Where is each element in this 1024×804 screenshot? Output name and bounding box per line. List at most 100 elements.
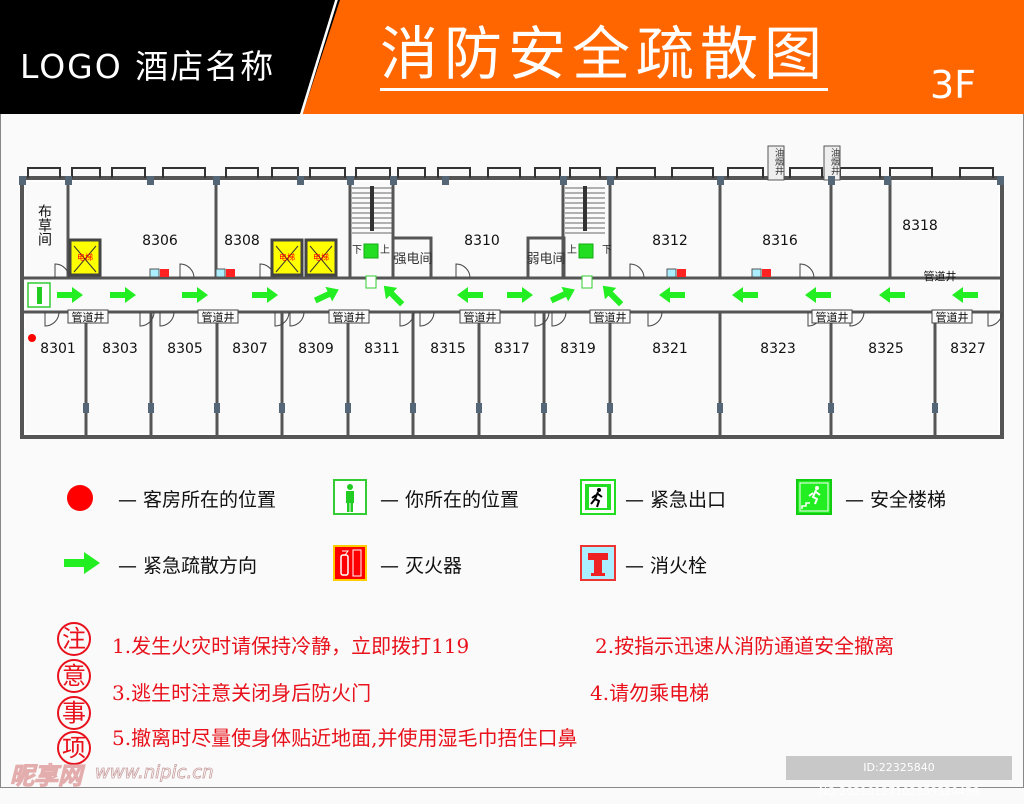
- fire-extinguisher-icon: [762, 269, 771, 277]
- building-outline: [20, 176, 1004, 439]
- person-icon: [333, 479, 367, 515]
- door: [551, 311, 567, 327]
- window: [71, 167, 101, 178]
- electrical-room: [391, 236, 433, 280]
- legend-safety-stairs: — 安全楼梯: [845, 489, 947, 511]
- pipe-shaft: [589, 309, 631, 324]
- evacuation-arrow: [313, 286, 339, 304]
- column: [390, 176, 397, 185]
- door: [179, 263, 195, 279]
- legend-your-location: — 你所在的位置: [380, 489, 520, 511]
- watermark-url: www.nipic.cn: [95, 762, 214, 784]
- building-outline-inner: [24, 180, 1000, 435]
- door: [399, 311, 415, 327]
- note-5: 5.撤离时尽量使身体贴近地面,并使用湿毛巾捂住口鼻: [112, 726, 578, 750]
- door: [629, 263, 645, 279]
- evacuation-arrow: [383, 285, 405, 307]
- door: [647, 311, 663, 327]
- window: [569, 167, 601, 178]
- evacuation-arrow: [457, 287, 483, 303]
- notes-heading-char: 事: [57, 696, 91, 730]
- column: [828, 176, 835, 185]
- person-icon-figure: [37, 287, 42, 304]
- room-location-dot: [28, 334, 36, 342]
- column: [213, 176, 220, 185]
- room-number: 8316: [762, 233, 798, 249]
- smoke-shaft-label: 油烟井: [829, 148, 839, 175]
- fire-hydrant-icon: [751, 268, 762, 278]
- pipe-shaft-label: 管道井: [936, 310, 969, 324]
- column: [442, 176, 449, 185]
- pipe-shaft-label: 管道井: [72, 310, 105, 324]
- door: [987, 311, 1003, 327]
- safety-stairs-icon: [796, 479, 832, 515]
- elevator-cross: [309, 245, 333, 273]
- pipe-shaft-label: 管道井: [333, 310, 366, 324]
- column: [297, 176, 304, 185]
- legend-room-location: — 客房所在的位置: [118, 489, 277, 511]
- elevator-cross: [73, 245, 97, 273]
- note-4: 4.请勿乘电梯: [590, 681, 710, 705]
- elevator-label: 电梯: [77, 252, 93, 262]
- column: [345, 403, 351, 413]
- fire-hydrant-icon: [149, 268, 160, 278]
- stair-rail: [583, 186, 587, 231]
- notes-heading-char: 注: [57, 622, 91, 656]
- evacuation-arrow: [507, 287, 533, 303]
- column: [541, 403, 547, 413]
- note-3: 3.逃生时注意关闭身后防火门: [112, 681, 372, 705]
- legend-evacuation-direction: — 紧急疏散方向: [118, 555, 258, 577]
- pipe-shaft: [197, 309, 239, 324]
- room-number: 8317: [494, 341, 530, 357]
- window: [487, 167, 521, 178]
- window: [534, 167, 561, 178]
- pipe-shaft-label: 管道井: [816, 310, 849, 324]
- legend-fire-extinguisher: — 灭火器: [380, 555, 463, 577]
- pipe-shaft-label: 管道井: [202, 310, 235, 324]
- window: [959, 167, 994, 178]
- room-number: 8325: [868, 341, 904, 357]
- door: [159, 311, 175, 327]
- emergency-exit-icon: [580, 479, 616, 515]
- elevator-label: 电梯: [279, 252, 295, 262]
- elevator: [270, 238, 304, 277]
- stair-direction-label: 下: [602, 245, 612, 256]
- room-number: 8312: [652, 233, 688, 249]
- fire-extinguisher-icon: [226, 269, 235, 277]
- room-number: 8321: [652, 341, 688, 357]
- evacuation-arrow: [110, 287, 136, 303]
- window: [27, 167, 61, 178]
- fire-extinguisher-icon: [333, 545, 367, 581]
- room-number: 8323: [760, 341, 796, 357]
- room-number: 8309: [298, 341, 334, 357]
- room-number: 8306: [142, 233, 178, 249]
- column: [214, 403, 220, 413]
- column: [828, 403, 834, 413]
- evacuation-arrow: [732, 287, 758, 303]
- smoke-shaft: [767, 145, 785, 181]
- emergency-exit-icon: [365, 275, 377, 289]
- fire-hydrant-icon: [580, 545, 616, 581]
- room-number: 8308: [224, 233, 260, 249]
- window: [225, 167, 259, 178]
- door: [849, 311, 865, 327]
- column: [607, 176, 614, 185]
- watermark-site: 昵享网: [10, 762, 83, 791]
- stair-direction-label: 上: [567, 244, 577, 256]
- notes-heading-char: 意: [57, 659, 91, 693]
- room-number: 8315: [430, 341, 466, 357]
- window: [111, 167, 146, 178]
- fire-hydrant-icon: [215, 268, 226, 278]
- smoke-shaft-label: 油烟井: [773, 148, 783, 175]
- elevator: [68, 238, 102, 277]
- door: [799, 263, 815, 279]
- fire-extinguisher-icon: [160, 269, 169, 277]
- note-1: 1.发生火灾时请保持冷静，立即拨打119: [112, 634, 470, 658]
- window: [616, 167, 656, 178]
- elevator-cross: [275, 245, 299, 273]
- pipe-shaft: [459, 309, 501, 324]
- pipe-shaft: [811, 309, 853, 324]
- room-number: 8310: [464, 233, 500, 249]
- room-number: 8307: [232, 341, 268, 357]
- room-label-linen: 布草间: [36, 204, 52, 246]
